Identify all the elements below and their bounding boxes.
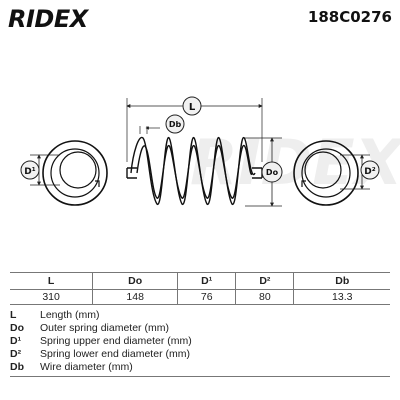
upper-diameter-label: D¹ <box>24 167 35 177</box>
length-dimension: L <box>126 96 263 162</box>
column-header: L <box>10 272 93 290</box>
table-cell: 310 <box>10 289 93 305</box>
legend-key: D² <box>10 348 22 360</box>
column-header: D² <box>235 272 294 290</box>
outer-label: Do <box>266 168 279 177</box>
upper-end-view: D¹ <box>20 140 108 206</box>
spec-value-row: 310 148 76 80 13.3 <box>10 289 390 305</box>
column-header: Do <box>92 272 178 290</box>
table-cell: 13.3 <box>293 289 390 305</box>
header: RIDEX 188C0276 <box>0 0 400 34</box>
spring-diagram: RIDEX D¹ L <box>20 96 400 207</box>
column-header: Db <box>293 272 390 290</box>
legend-key: Do <box>10 322 24 334</box>
lower-end-view: D² <box>293 140 380 206</box>
legend-text: Length (mm) <box>40 309 100 321</box>
legend-text: Spring upper end diameter (mm) <box>40 335 192 347</box>
brand-logo: RIDEX <box>8 5 88 33</box>
spec-header-row: L Do D¹ D² Db <box>10 272 390 290</box>
divider <box>10 376 390 377</box>
legend-key: D¹ <box>10 335 22 347</box>
legend-text: Spring lower end diameter (mm) <box>40 348 190 360</box>
legend: L Length (mm) Do Outer spring diameter (… <box>10 309 390 374</box>
legend-key: L <box>10 309 17 321</box>
legend-item: Db Wire diameter (mm) <box>10 361 390 374</box>
legend-key: Db <box>10 361 24 373</box>
legend-item: D² Spring lower end diameter (mm) <box>10 348 390 361</box>
table-cell: 148 <box>92 289 178 305</box>
lower-diameter-label: D² <box>364 167 375 177</box>
table-cell: 80 <box>235 289 294 305</box>
legend-item: D¹ Spring upper end diameter (mm) <box>10 335 390 348</box>
table-cell: 76 <box>177 289 236 305</box>
column-header: D¹ <box>177 272 236 290</box>
legend-item: Do Outer spring diameter (mm) <box>10 322 390 335</box>
legend-item: L Length (mm) <box>10 309 390 322</box>
length-label: L <box>189 102 196 113</box>
legend-text: Outer spring diameter (mm) <box>40 322 169 334</box>
wire-dimension: Db <box>139 114 185 134</box>
part-number: 188C0276 <box>307 8 392 26</box>
legend-text: Wire diameter (mm) <box>40 361 133 373</box>
outer-dimension: Do <box>245 137 283 207</box>
wire-label: Db <box>169 120 182 129</box>
spec-table: L Do D¹ D² Db 310 148 76 80 13.3 <box>10 272 390 305</box>
